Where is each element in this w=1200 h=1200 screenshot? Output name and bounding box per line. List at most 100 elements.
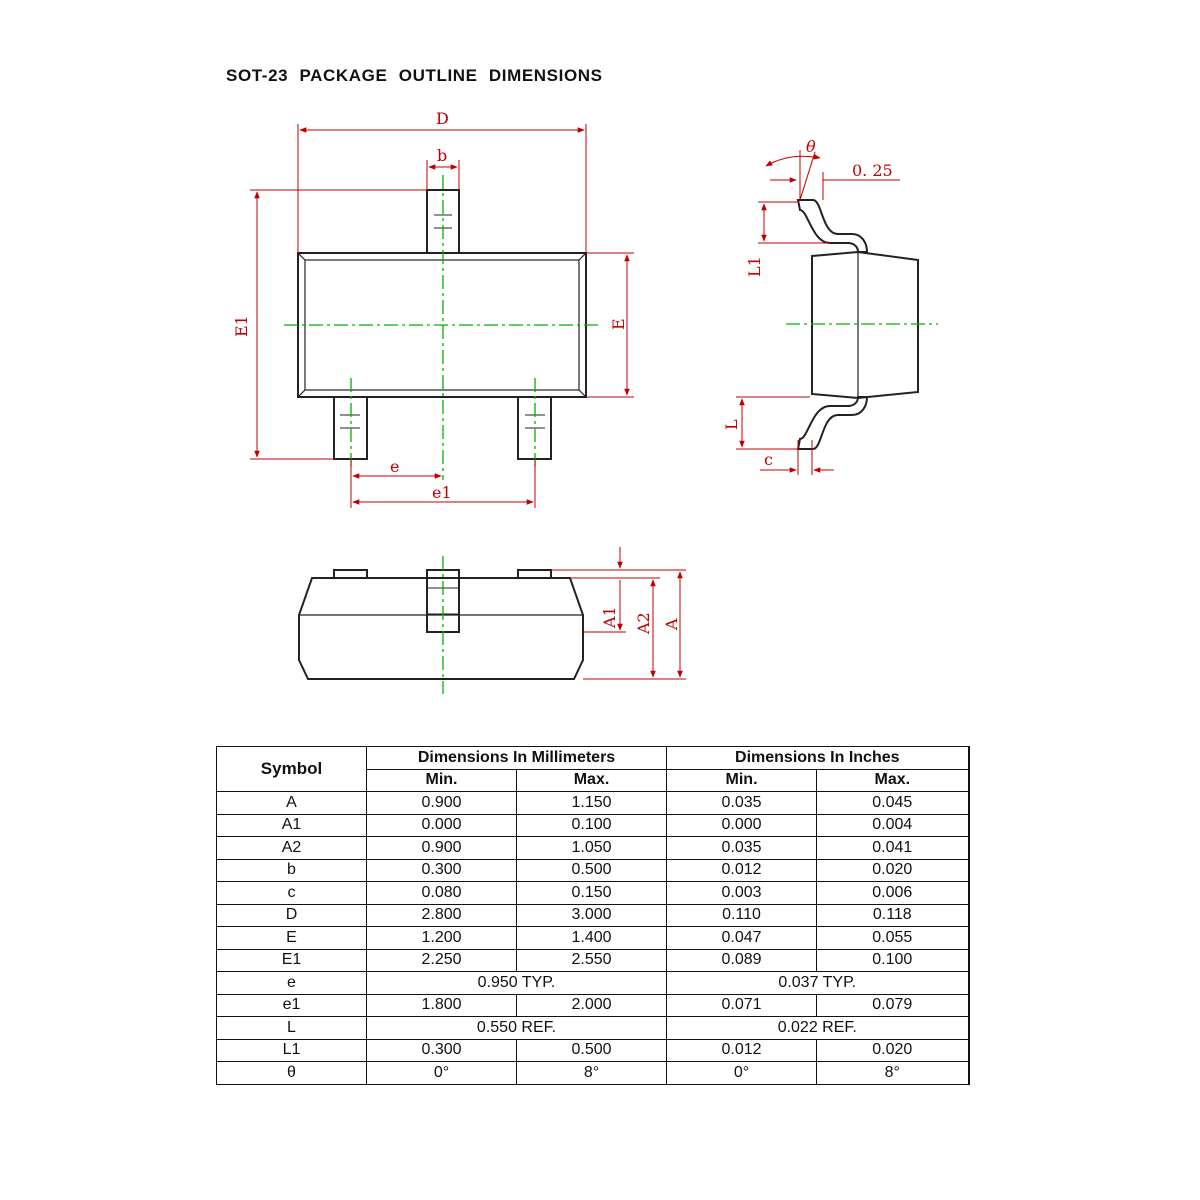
in-min-cell: 0.089 <box>666 948 818 972</box>
mm-min-cell: 1.800 <box>366 993 517 1017</box>
symbol-cell: E <box>216 926 367 950</box>
in-value-cell: 0.022 REF. <box>666 1016 970 1040</box>
in-max-cell: 0.118 <box>816 903 970 927</box>
symbol-cell: L1 <box>216 1038 367 1062</box>
label-e1: e1 <box>432 483 452 502</box>
symbol-cell: D <box>216 903 367 927</box>
mm-value-cell: 0.950 TYP. <box>365 971 668 995</box>
in-max-cell: 8° <box>816 1061 970 1085</box>
label-A1: A1 <box>600 606 619 629</box>
mm-min-cell: 0.300 <box>366 1038 517 1062</box>
page-title: SOT-23 PACKAGE OUTLINE DIMENSIONS <box>226 66 603 85</box>
symbol-cell: L <box>216 1016 367 1040</box>
label-c: c <box>764 450 773 469</box>
mm-min-cell: 0.900 <box>366 791 517 815</box>
in-max-cell: 0.045 <box>816 791 970 815</box>
mm-max-cell: 1.150 <box>515 791 668 815</box>
mm-max-cell: 0.500 <box>515 1038 668 1062</box>
mm-min-cell: 2.800 <box>366 903 517 927</box>
label-E1: E1 <box>232 315 251 337</box>
symbol-cell: b <box>216 858 367 882</box>
in-min-cell: 0.035 <box>666 836 818 860</box>
label-theta: θ <box>806 137 816 156</box>
label-A: A <box>662 618 681 631</box>
mm-max-cell: 0.500 <box>515 858 668 882</box>
in-max-cell: 0.041 <box>816 836 970 860</box>
mm-min-header: Min. <box>366 768 517 792</box>
in-max-cell: 0.020 <box>816 1038 970 1062</box>
label-D: D <box>436 109 449 128</box>
in-min-cell: 0.012 <box>666 858 818 882</box>
mm-min-cell: 0° <box>366 1061 517 1085</box>
mm-max-cell: 2.550 <box>515 948 668 972</box>
label-A2: A2 <box>634 612 653 635</box>
side-view: θ 0. 25 L1 L c <box>722 137 938 475</box>
in-min-cell: 0.012 <box>666 1038 818 1062</box>
in-min-cell: 0.110 <box>666 903 818 927</box>
mm-max-header: Max. <box>515 768 668 792</box>
side-view-body <box>811 250 919 400</box>
label-L1: L1 <box>745 256 764 277</box>
in-min-cell: 0.071 <box>666 993 818 1017</box>
mm-value-cell: 0.550 REF. <box>365 1016 668 1040</box>
top-view: D b E1 E e e1 <box>232 109 634 508</box>
in-max-cell: 0.100 <box>816 948 970 972</box>
label-gauge: 0. 25 <box>852 161 893 180</box>
mm-max-cell: 1.050 <box>515 836 668 860</box>
mm-min-cell: 0.300 <box>366 858 517 882</box>
dimensions-table: Symbol Dimensions In Millimeters Dimensi… <box>216 746 970 1085</box>
symbol-cell: A <box>216 791 367 815</box>
mm-max-cell: 3.000 <box>515 903 668 927</box>
label-e: e <box>390 457 399 476</box>
front-view-body <box>298 577 584 680</box>
symbol-cell: e1 <box>216 993 367 1017</box>
mm-max-cell: 8° <box>515 1061 668 1085</box>
mm-header: Dimensions In Millimeters <box>365 746 668 770</box>
in-max-cell: 0.055 <box>816 926 970 950</box>
mm-max-cell: 0.100 <box>515 813 668 837</box>
side-view-lead-top <box>796 199 869 253</box>
inch-header: Dimensions In Inches <box>666 746 970 770</box>
package-outline-drawing: D b E1 E e e1 <box>232 109 938 694</box>
mm-min-cell: 0.900 <box>366 836 517 860</box>
dim-theta-arc <box>765 154 821 167</box>
in-min-cell: 0° <box>666 1061 818 1085</box>
in-value-cell: 0.037 TYP. <box>666 971 970 995</box>
in-min-cell: 0.000 <box>666 813 818 837</box>
symbol-header: Symbol <box>216 746 367 792</box>
symbol-cell: c <box>216 881 367 905</box>
mm-min-cell: 2.250 <box>366 948 517 972</box>
mm-min-cell: 0.080 <box>366 881 517 905</box>
symbol-cell: A2 <box>216 836 367 860</box>
mm-min-cell: 0.000 <box>366 813 517 837</box>
mm-max-cell: 2.000 <box>515 993 668 1017</box>
front-view: A1 A2 A <box>298 547 686 694</box>
in-max-cell: 0.079 <box>816 993 970 1017</box>
symbol-cell: θ <box>216 1061 367 1085</box>
mm-max-cell: 0.150 <box>515 881 668 905</box>
in-min-cell: 0.035 <box>666 791 818 815</box>
in-min-header: Min. <box>666 768 818 792</box>
symbol-cell: E1 <box>216 948 367 972</box>
mm-min-cell: 1.200 <box>366 926 517 950</box>
in-max-cell: 0.020 <box>816 858 970 882</box>
symbol-cell: A1 <box>216 813 367 837</box>
in-max-header: Max. <box>816 768 970 792</box>
label-L: L <box>722 419 741 430</box>
label-E: E <box>609 318 628 330</box>
in-min-cell: 0.003 <box>666 881 818 905</box>
in-min-cell: 0.047 <box>666 926 818 950</box>
